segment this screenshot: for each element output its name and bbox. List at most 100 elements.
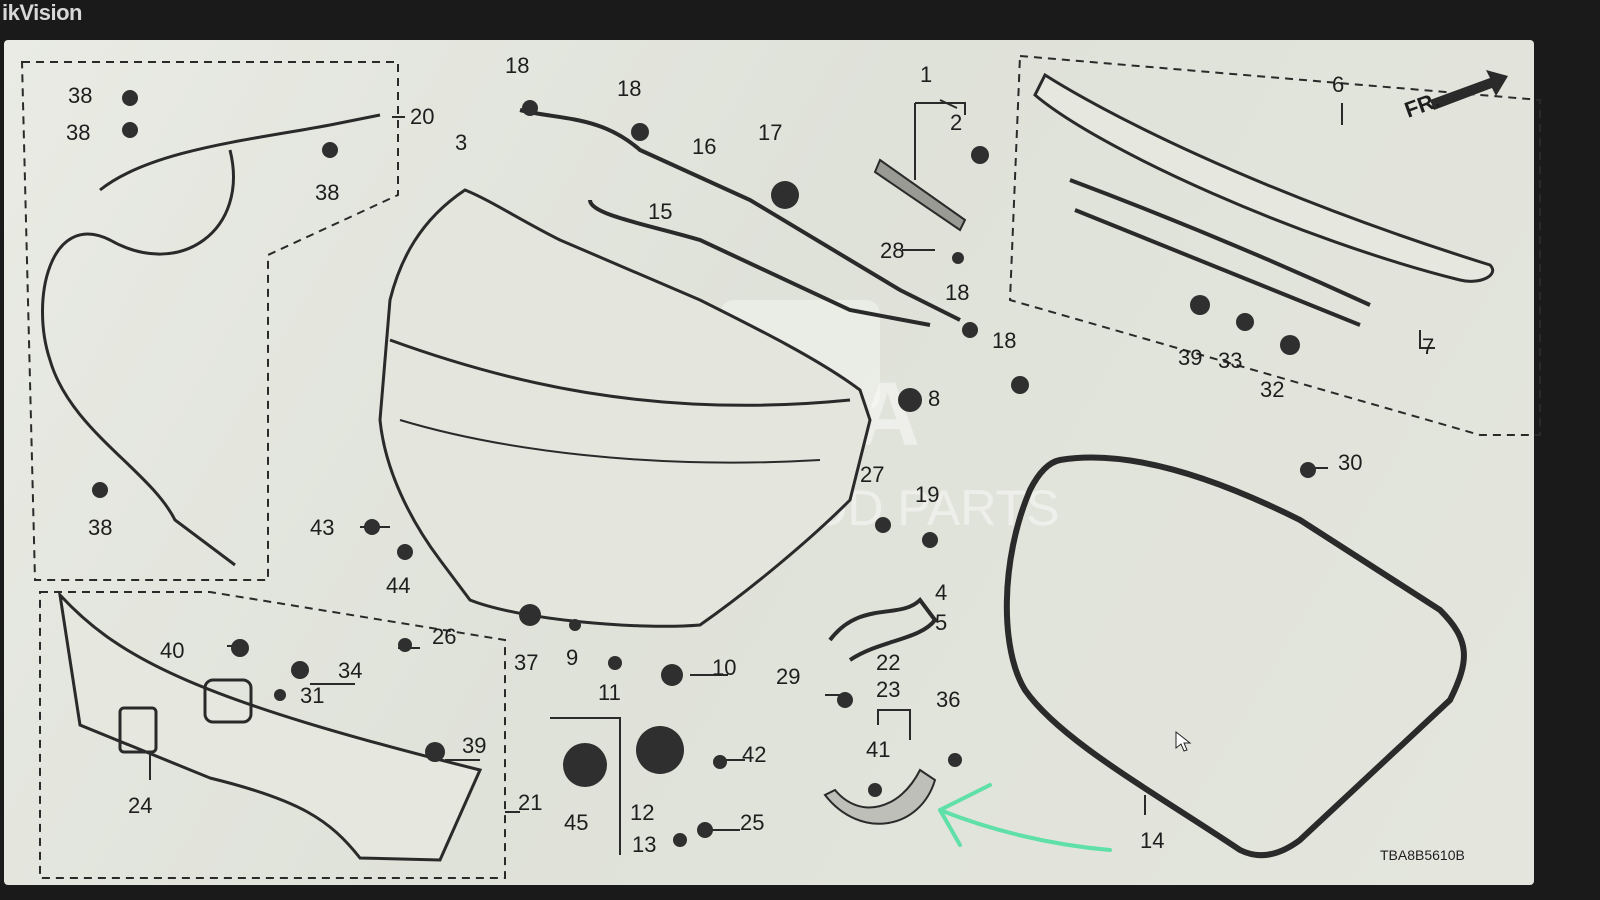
callout-c10: 10 — [712, 655, 736, 680]
callout-c40: 40 — [160, 638, 184, 663]
clip-38b-icon — [122, 122, 138, 138]
callout-c12: 12 — [630, 800, 654, 825]
rod-16 — [519, 108, 961, 322]
callout-c23: 23 — [876, 677, 900, 702]
cable-group-box — [20, 61, 399, 581]
callout-c17: 17 — [758, 120, 782, 145]
callout-c36: 36 — [936, 687, 960, 712]
callout-c18d: 18 — [992, 328, 1016, 353]
callout-c29: 29 — [776, 664, 800, 689]
washer-31-icon — [274, 689, 286, 701]
pad-11-icon — [608, 656, 622, 670]
bolt-25-icon — [697, 822, 713, 838]
callout-c34: 34 — [338, 658, 362, 683]
callout-c19: 19 — [915, 482, 939, 507]
release-cable-upper — [99, 113, 381, 192]
mouse-cursor-icon — [1175, 730, 1192, 752]
clip-38a-icon — [122, 90, 138, 106]
emblem-base — [203, 678, 253, 724]
spoiler-seal-a — [1069, 178, 1371, 307]
part-2-icon — [971, 146, 989, 164]
callout-c33: 33 — [1218, 348, 1242, 373]
camera-37-icon — [519, 604, 541, 626]
callout-c4: 4 — [935, 580, 947, 605]
release-cable — [41, 149, 236, 567]
clip-18c-icon — [962, 322, 978, 338]
callout-c9: 9 — [566, 645, 578, 670]
clip-18b-icon — [631, 123, 649, 141]
bolt-44-icon — [397, 544, 413, 560]
latch-12-icon — [636, 726, 684, 774]
bolt-28-icon — [952, 252, 964, 264]
lock-bracket-line — [550, 717, 621, 855]
front-direction-label: FR. — [1401, 87, 1443, 123]
callout-c15: 15 — [648, 199, 672, 224]
clip-18a-icon — [522, 100, 538, 116]
callout-c7: 7 — [1422, 334, 1434, 359]
diagram-code: TBA8B5610B — [1380, 847, 1465, 863]
callout-c38b: 38 — [66, 120, 90, 145]
cushion-10-icon — [661, 664, 683, 686]
nut-39a-icon — [1190, 295, 1210, 315]
bracket-22-23 — [823, 768, 937, 825]
bolt-27-icon — [875, 517, 891, 533]
bolt-30-icon — [1300, 462, 1316, 478]
callout-c38d: 38 — [88, 515, 112, 540]
clip-13-icon — [673, 833, 687, 847]
front-direction-arrow — [1430, 70, 1508, 110]
clip-38c-icon — [322, 142, 338, 158]
callout-c2: 2 — [950, 110, 962, 135]
callout-c8: 8 — [928, 386, 940, 411]
callout-c6: 6 — [1332, 72, 1344, 97]
clip-9-icon — [569, 619, 581, 631]
callout-c21: 21 — [518, 790, 542, 815]
monitor-brand-label: ikVision — [2, 0, 82, 25]
callout-c28: 28 — [880, 238, 904, 263]
weatherstrip — [1003, 454, 1467, 859]
nut-26-icon — [398, 638, 412, 652]
callout-c38a: 38 — [68, 83, 92, 108]
rear-garnish — [57, 590, 483, 862]
garnish-group-box — [39, 591, 506, 879]
nut-32-icon — [1280, 335, 1300, 355]
bolt-43-icon — [364, 519, 380, 535]
callout-c38c: 38 — [315, 180, 339, 205]
clip-33-icon — [1236, 313, 1254, 331]
clip-36-icon — [948, 753, 962, 767]
callout-c26: 26 — [432, 624, 456, 649]
bolt-29-icon — [837, 692, 853, 708]
switch-19-icon — [922, 532, 938, 548]
clip-41-icon — [868, 783, 882, 797]
plug-8-icon — [898, 388, 922, 412]
callout-c20: 20 — [410, 104, 434, 129]
bolt-42-icon — [713, 755, 727, 769]
callout-c24: 24 — [128, 793, 152, 818]
callout-c18a: 18 — [505, 53, 529, 78]
trunk-lid — [378, 188, 872, 628]
annotation-arrow — [938, 783, 1112, 852]
trunk-lid-crease — [389, 338, 851, 407]
rod-15 — [588, 199, 931, 327]
handle-1 — [873, 158, 967, 232]
callout-c45: 45 — [564, 810, 588, 835]
bumper-17-icon — [771, 181, 799, 209]
callout-c16: 16 — [692, 134, 716, 159]
nut-34-icon — [291, 661, 309, 679]
callout-c39b: 39 — [462, 733, 486, 758]
actuator-45-icon — [563, 743, 607, 787]
callout-c5: 5 — [935, 610, 947, 635]
callout-c43: 43 — [310, 515, 334, 540]
callout-c25: 25 — [740, 810, 764, 835]
clip-40-icon — [231, 639, 249, 657]
callout-c30: 30 — [1338, 450, 1362, 475]
clip-18d-icon — [1011, 376, 1029, 394]
harness-4-5 — [828, 596, 938, 662]
callout-c22: 22 — [876, 650, 900, 675]
callout-c18c: 18 — [945, 280, 969, 305]
spoiler-seal-b — [1074, 208, 1361, 327]
callout-c18b: 18 — [617, 76, 641, 101]
callout-c39a: 39 — [1178, 345, 1202, 370]
callout-c27: 27 — [860, 462, 884, 487]
clip-38d-icon — [92, 482, 108, 498]
callout-c32: 32 — [1260, 377, 1284, 402]
